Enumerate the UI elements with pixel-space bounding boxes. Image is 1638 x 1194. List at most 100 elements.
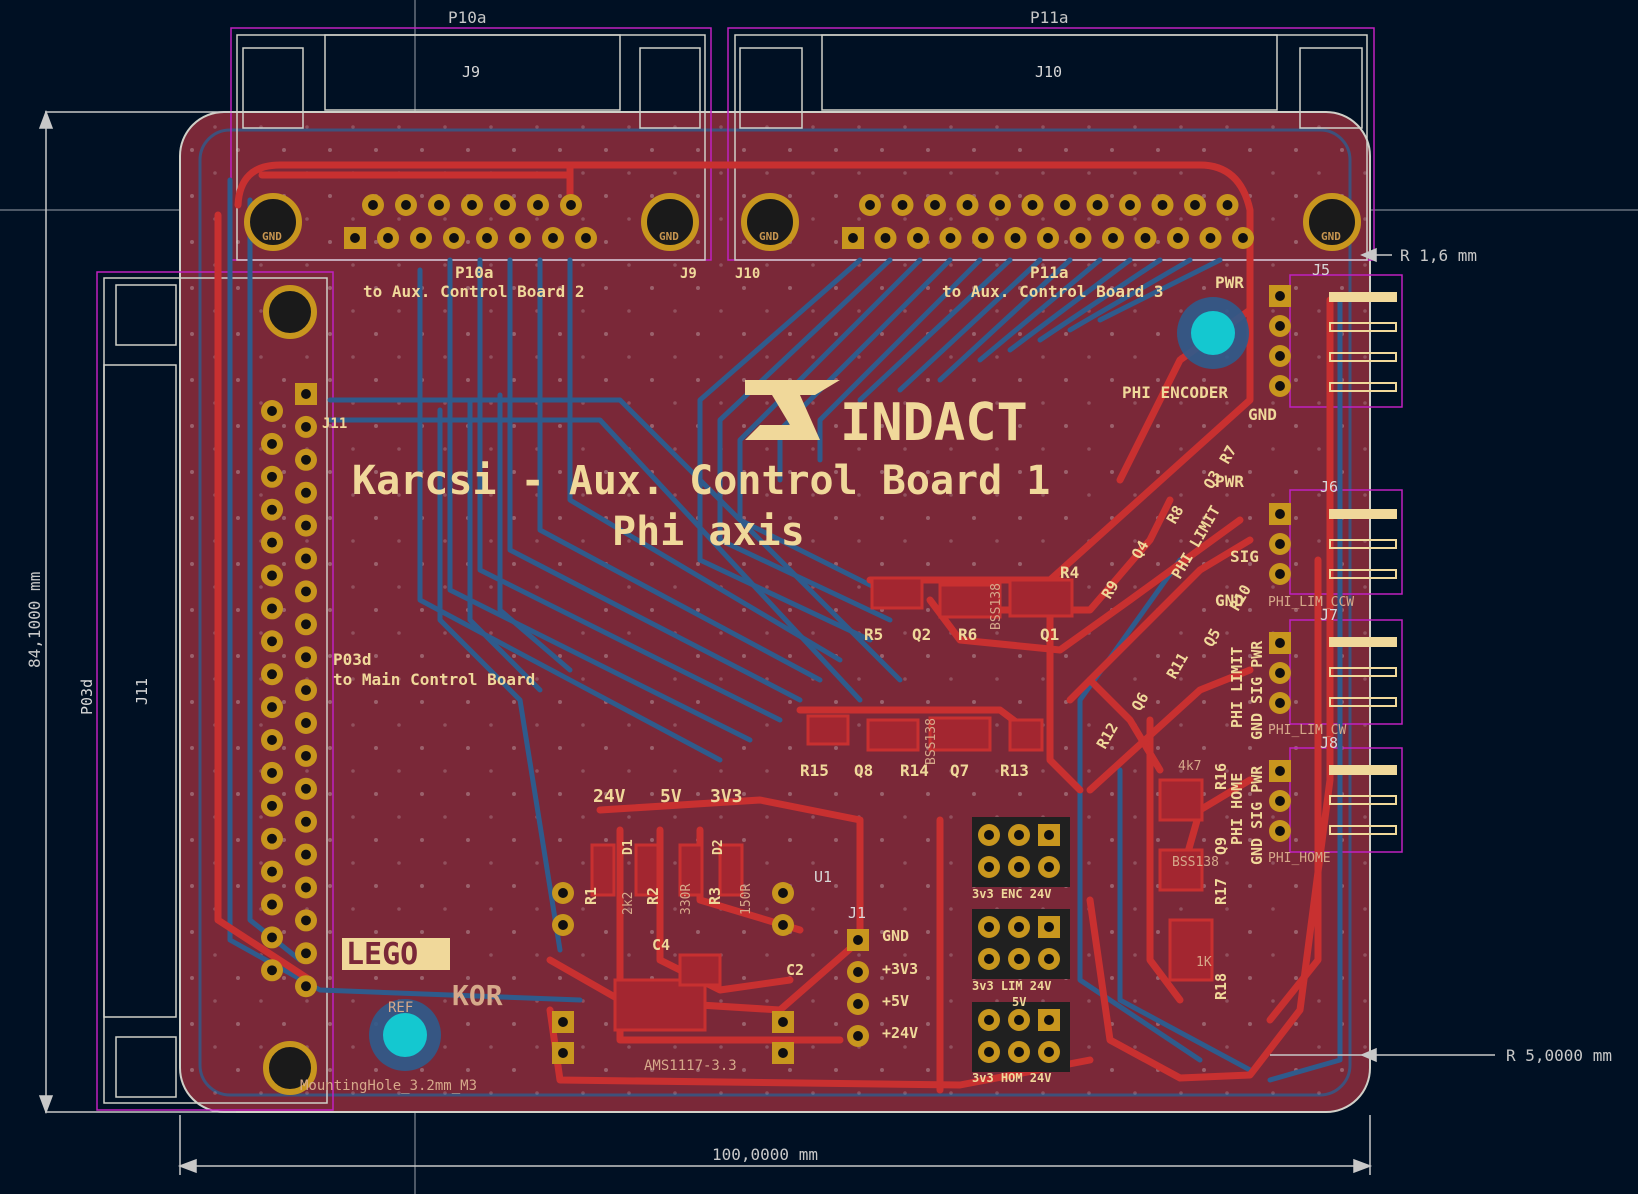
home-pins: GND SIG PWR [1248,765,1266,865]
jumper-hom-label: 3v3 HOM 24V [972,1071,1051,1085]
gnd-mounting-pads [244,193,1361,1095]
lim-cw-fab: PHI_LIM_CW [1268,723,1346,738]
silk-j9: J9 [680,266,697,282]
jumper-enc-label: 3v3 ENC 24V [972,887,1051,901]
ref-j5: J5 [1312,261,1330,279]
home-fab: PHI_HOME [1268,851,1331,866]
silk-j10: J10 [735,266,760,282]
value-4k7: 4k7 [1178,759,1201,774]
mounting-hole-label: MountingHole_3.2mm_M3 [300,1078,477,1094]
ref-r15: R15 [800,761,829,780]
ref-c4: C4 [652,936,670,954]
part-bss-q7: BSS138 [924,718,939,765]
lim-cw-pins: GND SIG PWR [1248,640,1266,740]
gnd-pad-label: GND [262,230,282,243]
ref-j8: J8 [1320,734,1338,752]
j1-3v3-label: +3V3 [882,960,918,978]
pin-pads [261,194,1291,1064]
ref-q8: Q8 [854,761,873,780]
part-bss-q1: BSS138 [989,583,1004,630]
lim-ccw-pwr-label: PWR [1215,472,1244,491]
ref-r1: R1 [582,887,600,905]
ref-r14: R14 [900,761,929,780]
ref-r3: R3 [706,887,724,905]
ref-r18: R18 [1212,973,1230,1000]
power-label-24v: 24V [593,786,626,807]
ref-j1: J1 [848,904,866,922]
ref-hole-label: REF [388,1000,413,1016]
dimension-width: 100,0000 mm [712,1145,818,1164]
lego-text: LEGO [346,937,418,972]
power-label-3v3: 3V3 [710,786,743,807]
dimension-radius-small: R 1,6 mm [1400,246,1477,265]
ref-q9: Q9 [1212,837,1230,855]
ref-j10: J10 [1035,63,1062,81]
gnd-pad-label: GND [659,230,679,243]
connector-label-p03d: P03d [78,679,96,715]
silk-p10a: P10a [455,263,494,282]
jumper-lim-label: 3v3 LIM 24V [972,979,1051,993]
encoder-pwr-label: PWR [1215,273,1244,292]
silk-p03d-desc: to Main Control Board [333,670,535,689]
ref-r6: R6 [958,625,977,644]
value-r3: 150R [739,884,754,915]
silk-p11a-desc: to Aux. Control Board 3 [942,282,1164,301]
ref-holes [369,297,1249,1071]
ref-d1: D1 [621,839,636,855]
lim-ccw-sig-label: SIG [1230,547,1259,566]
ref-r5: R5 [864,625,883,644]
value-1k: 1K [1196,955,1212,970]
ref-d2: D2 [711,839,726,855]
value-r1: 2k2 [621,892,636,915]
jumper-5v-label: 5V [1012,995,1026,1009]
regulator-part: AMS1117-3.3 [644,1058,737,1074]
j1-gnd-label: GND [882,927,909,945]
gnd-pad-label: GND [759,230,779,243]
ref-j6: J6 [1320,478,1338,496]
jumper-blocks [972,817,1070,1072]
ref-q2: Q2 [912,625,931,644]
dimension-lines [38,109,1495,1175]
ref-r17: R17 [1212,878,1230,905]
back-copper [227,177,1343,1083]
ref-j11: J11 [133,678,151,705]
j1-5v-label: +5V [882,992,909,1010]
home-label: PHI HOME [1228,773,1246,845]
ref-j9: J9 [462,63,480,81]
encoder-label: PHI ENCODER [1122,383,1228,402]
dimension-radius-large: R 5,0000 mm [1506,1046,1612,1065]
ref-j7: J7 [1320,606,1338,624]
ref-q1: Q1 [1040,625,1059,644]
ref-c2: C2 [786,961,804,979]
connector-label-p10a: P10a [448,8,487,27]
ref-q7: Q7 [950,761,969,780]
board-subtitle: Phi axis [612,509,805,555]
board-title: Karcsi - Aux. Control Board 1 [352,458,1050,504]
value-r2: 330R [679,884,694,915]
lim-ccw-fab: PHI_LIM_CCW [1268,595,1354,610]
lim-ccw-gnd-label: GND [1215,591,1244,610]
connector-label-p11a: P11a [1030,8,1069,27]
power-label-5v: 5V [660,786,682,807]
indact-logo-mark [745,380,840,440]
indact-logo-text: INDACT [840,393,1028,453]
silk-p11a: P11a [1030,263,1069,282]
part-bss-q9: BSS138 [1172,855,1219,870]
dimension-height: 84,1000 mm [25,572,44,668]
gnd-pad-label: GND [1321,230,1341,243]
lego-badge [342,938,450,970]
ref-r2: R2 [644,887,662,905]
silk-p10a-desc: to Aux. Control Board 2 [363,282,585,301]
lim-cw-label: PHI LIMIT [1228,647,1246,728]
smd-parts [590,576,1214,1032]
ref-u1: U1 [814,868,832,886]
j1-24v-label: +24V [882,1024,918,1042]
silk-j11: J11 [322,416,347,432]
silk-p03d: P03d [333,650,372,669]
kor-text: KOR [452,979,503,1012]
ref-r16: R16 [1212,763,1230,790]
ref-r4: R4 [1060,563,1079,582]
encoder-gnd-label: GND [1248,405,1277,424]
ref-r13: R13 [1000,761,1029,780]
